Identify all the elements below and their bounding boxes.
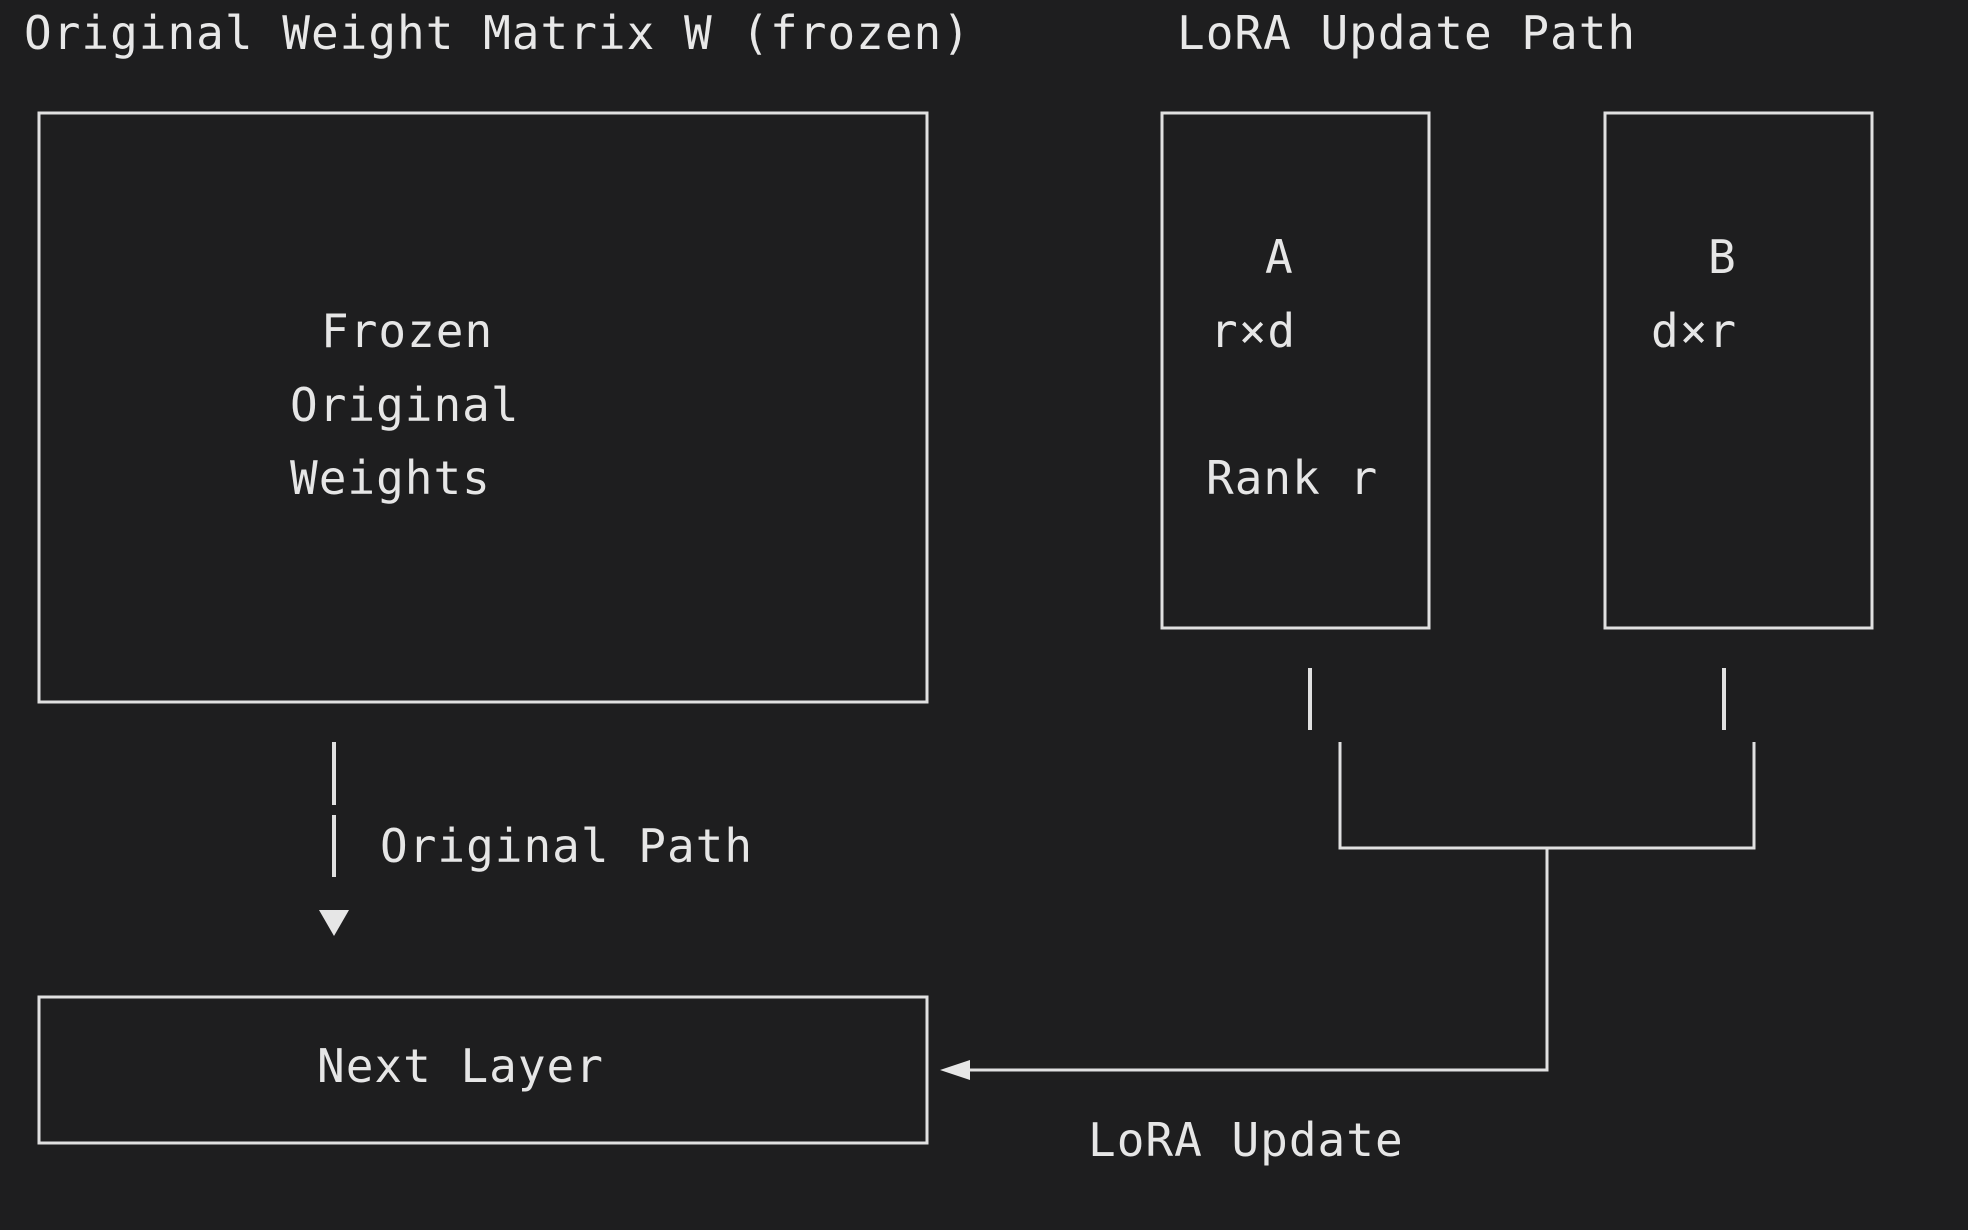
- next-layer-box: Next Layer: [37, 995, 929, 1145]
- heading-original-weight-matrix: Original Weight Matrix W (frozen): [24, 6, 971, 60]
- matrix-b-name: B: [1708, 230, 1737, 284]
- heading-lora-update-path: LoRA Update Path: [1177, 6, 1636, 60]
- left-arrow-icon: [940, 1060, 970, 1080]
- frozen-line-1: Frozen: [321, 304, 493, 358]
- original-path-label: Original Path: [380, 819, 753, 873]
- lora-merge-connector: LoRA Update: [940, 668, 1756, 1167]
- matrix-a-name: A: [1265, 230, 1294, 284]
- matrix-b-box: B d×r: [1603, 111, 1874, 630]
- matrix-b-shape: d×r: [1651, 304, 1737, 358]
- frozen-line-3: Weights: [290, 451, 491, 505]
- matrix-a-rank-label: Rank r: [1206, 451, 1378, 505]
- next-layer-label: Next Layer: [317, 1039, 604, 1093]
- frozen-weights-box: Frozen Original Weights: [37, 111, 929, 704]
- matrix-a-shape: r×d: [1210, 304, 1296, 358]
- frozen-line-2: Original: [290, 378, 520, 432]
- lora-update-label: LoRA Update: [1088, 1113, 1404, 1167]
- down-arrow-icon: [319, 910, 349, 936]
- matrix-a-box: A r×d Rank r: [1160, 111, 1431, 630]
- original-path-connector: Original Path: [319, 742, 753, 936]
